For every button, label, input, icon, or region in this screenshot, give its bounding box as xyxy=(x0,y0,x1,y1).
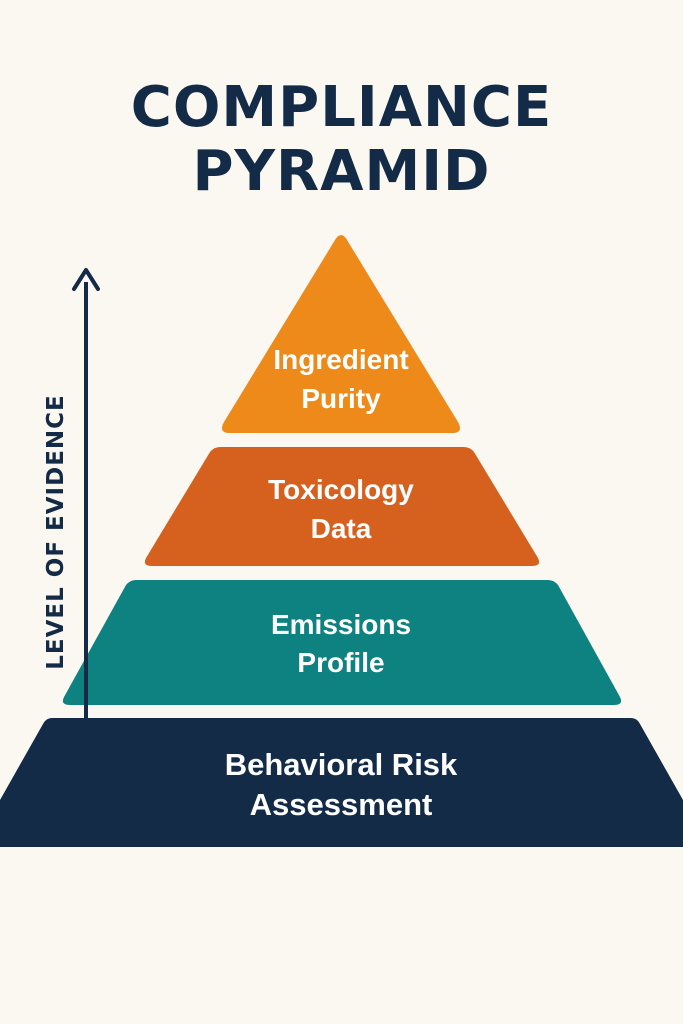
tier-toxicology-data-line-1: Toxicology xyxy=(268,474,414,505)
tier-emissions-profile-shape xyxy=(62,580,622,705)
tier-behavioral-risk-assessment-line-2: Assessment xyxy=(250,787,433,822)
page-title: COMPLIANCE PYRAMID xyxy=(0,76,683,204)
arrow-up-icon xyxy=(72,268,100,291)
tier-ingredient-purity: Ingredient Purity xyxy=(222,235,460,433)
tier-ingredient-purity-line-2: Purity xyxy=(301,383,381,414)
tier-toxicology-data-line-2: Data xyxy=(311,513,372,544)
tier-emissions-profile: Emissions Profile xyxy=(62,580,622,705)
evidence-axis-label: LEVEL OF EVIDENCE xyxy=(43,394,69,670)
tier-ingredient-purity-line-1: Ingredient xyxy=(273,344,408,375)
tier-behavioral-risk-assessment-line-1: Behavioral Risk xyxy=(225,747,458,782)
tier-behavioral-risk-assessment-shape xyxy=(0,718,683,847)
tier-emissions-profile-line-1: Emissions xyxy=(271,609,411,640)
tier-emissions-profile-line-2: Profile xyxy=(297,647,384,678)
tier-toxicology-data: Toxicology Data xyxy=(144,447,540,566)
evidence-axis: LEVEL OF EVIDENCE xyxy=(43,268,100,718)
title-line-1: COMPLIANCE xyxy=(130,75,553,140)
tier-ingredient-purity-shape xyxy=(222,235,460,433)
title-line-2: PYRAMID xyxy=(192,139,491,204)
tier-behavioral-risk-assessment: Behavioral Risk Assessment xyxy=(0,718,683,847)
tier-toxicology-data-shape xyxy=(144,447,540,566)
